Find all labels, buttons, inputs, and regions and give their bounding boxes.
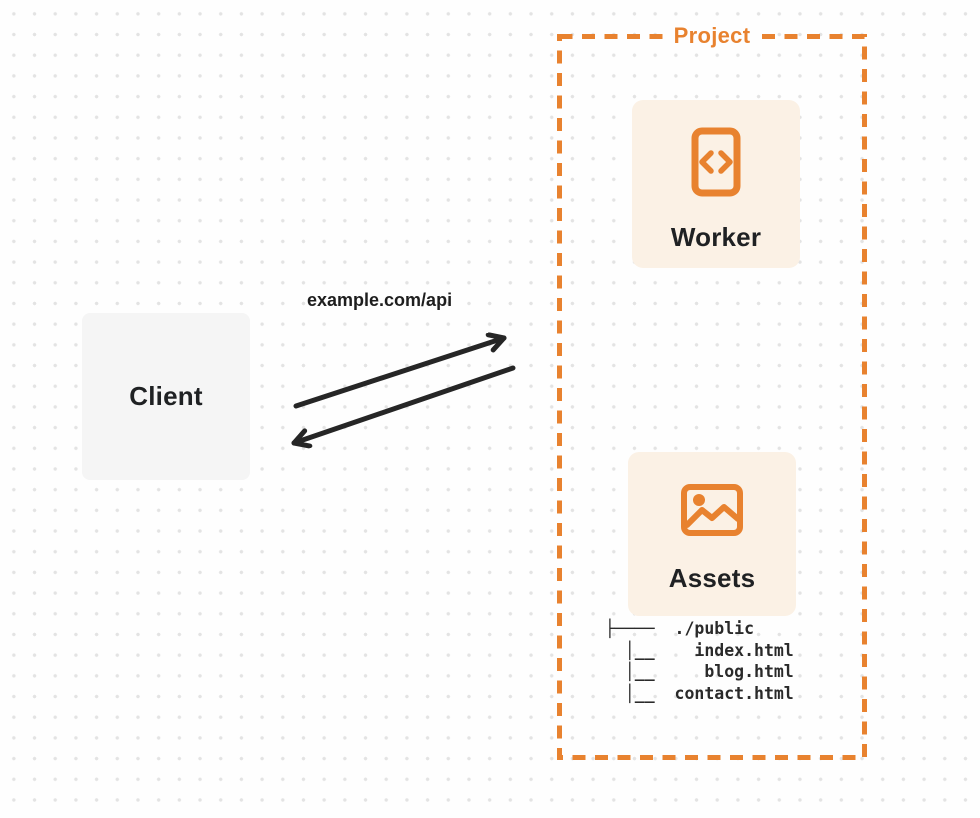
code-file-icon <box>691 127 741 197</box>
assets-file-tree: ├──── ./public │__ index.html │__ blog.h… <box>605 618 794 704</box>
assets-node-label: Assets <box>668 563 756 593</box>
project-title: Project <box>663 23 761 49</box>
client-node: Client <box>82 313 250 480</box>
file-tree-item: │__ blog.html <box>605 662 794 682</box>
file-tree-item: │__ index.html <box>605 640 794 660</box>
client-node-label: Client <box>129 381 203 411</box>
response-arrow <box>291 365 516 443</box>
request-arrow <box>293 338 507 409</box>
worker-node: Worker <box>632 100 800 268</box>
image-icon <box>681 484 743 536</box>
file-tree-root: ├──── ./public <box>605 619 755 638</box>
file-tree-item: │__ contact.html <box>605 683 794 703</box>
assets-node: Assets <box>628 452 796 616</box>
request-url-label: example.com/api <box>307 290 453 310</box>
worker-node-label: Worker <box>670 222 762 252</box>
